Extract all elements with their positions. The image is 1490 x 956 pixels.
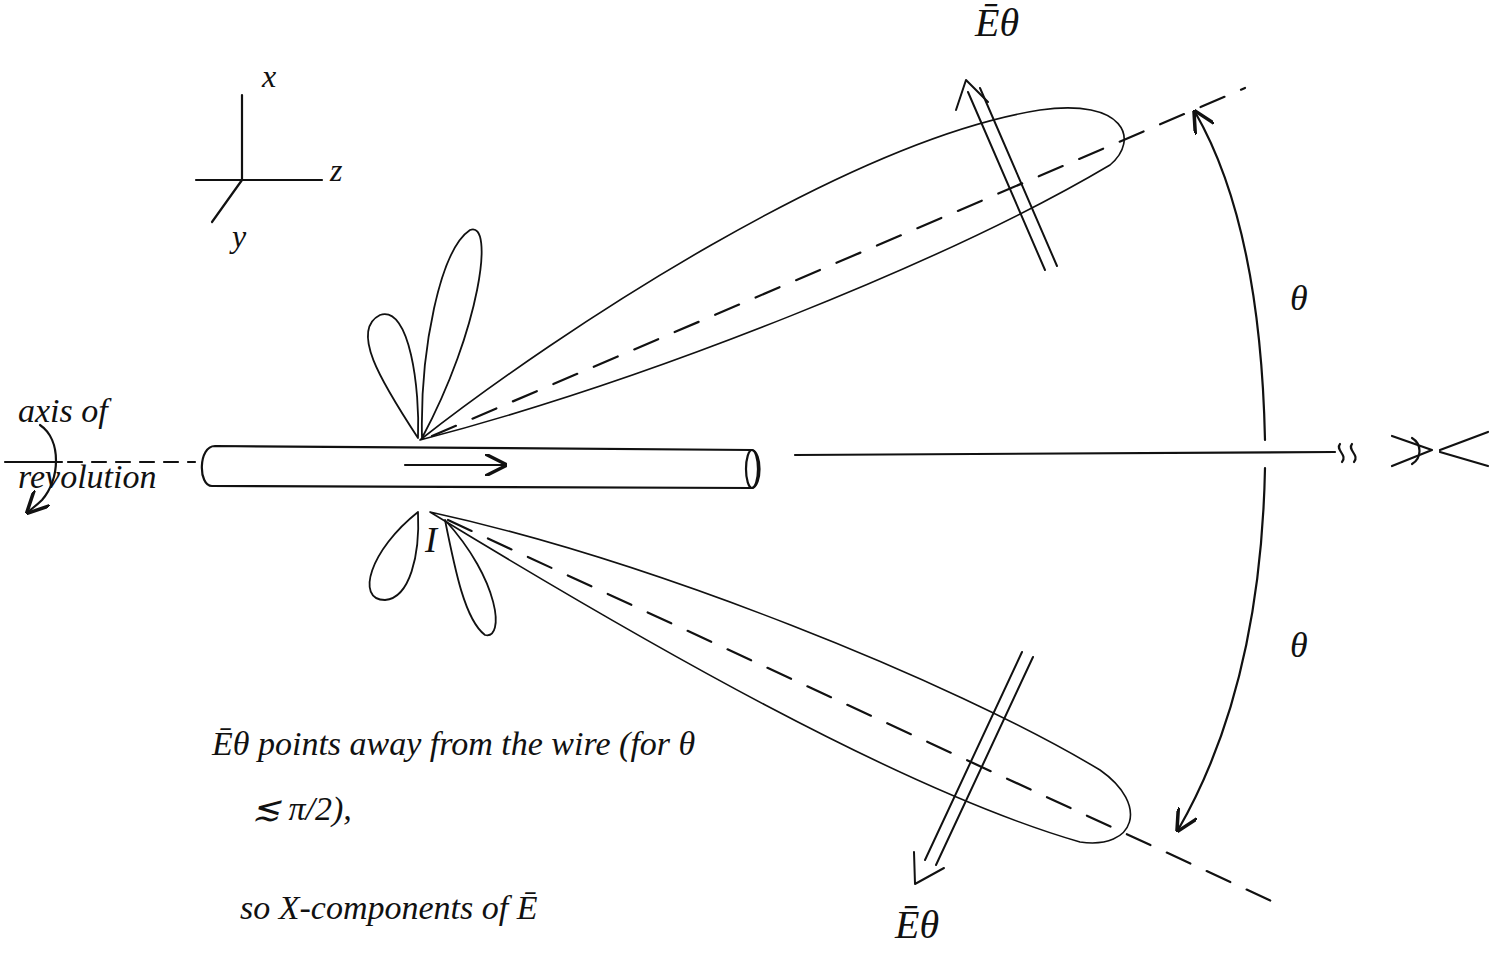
e-field-arrows [914,80,1057,884]
angle-label: θ [1290,625,1308,666]
field-label: Ēθ [975,0,1019,46]
axis-label: x [262,58,276,95]
note-text: Ēθ points away from the wire (for θ ≲ π/… [212,712,722,841]
side-lobes [368,229,496,635]
axis-note: axis of revolution [18,378,188,511]
wire [202,446,760,488]
field-label: Ēθ [895,902,939,948]
current-label: I [425,520,437,561]
sight-line [795,432,1488,466]
main-lobes [420,88,1280,905]
coordinate-axes [196,95,322,222]
note-text: so X-components of Ē [240,888,537,927]
angle-label: θ [1290,278,1308,319]
theta-arcs [1178,112,1265,830]
axis-label: y [232,218,246,255]
axis-label: z [330,152,342,189]
